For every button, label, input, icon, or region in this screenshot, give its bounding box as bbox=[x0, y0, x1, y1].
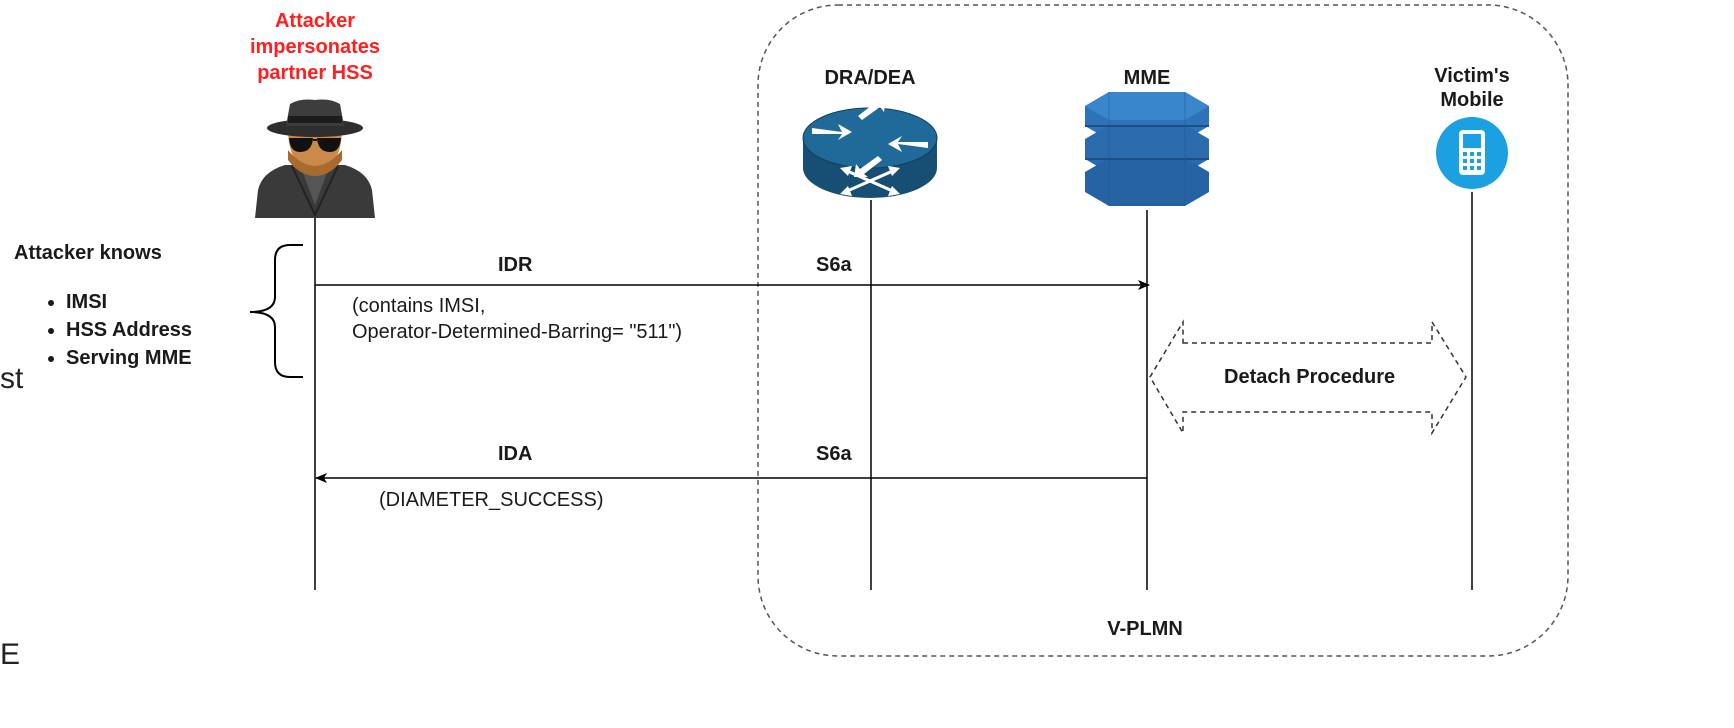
knowledge-item: IMSI bbox=[66, 288, 192, 316]
edge-text-fragment: E bbox=[0, 638, 21, 671]
knowledge-item: Serving MME bbox=[66, 344, 192, 372]
attacker-title-line: Attacker bbox=[274, 10, 356, 32]
spy-icon bbox=[255, 99, 375, 218]
idr-interface-label: S6a bbox=[816, 254, 852, 276]
attacker-title: Attacker impersonates partner HSS bbox=[215, 8, 415, 86]
mme-label: MME bbox=[1123, 67, 1171, 89]
idr-label: IDR bbox=[498, 254, 533, 276]
knowledge-title: Attacker knows bbox=[14, 242, 162, 264]
mobile-label-line: Mobile bbox=[1440, 89, 1504, 111]
idr-note: (contains IMSI, Operator-Determined-Barr… bbox=[352, 293, 682, 345]
ida-label: IDA bbox=[498, 443, 533, 465]
idr-note-line: Operator-Determined-Barring= "511") bbox=[352, 321, 683, 343]
idr-note-line: (contains IMSI, bbox=[352, 295, 486, 317]
mobile-label-line: Victim's bbox=[1434, 65, 1510, 87]
router-icon bbox=[802, 99, 938, 198]
vplmn-label: V-PLMN bbox=[1107, 618, 1183, 640]
dra-label: DRA/DEA bbox=[824, 67, 916, 89]
mobile-label: Victim's Mobile bbox=[1402, 64, 1542, 112]
knowledge-list: IMSI HSS Address Serving MME bbox=[22, 288, 192, 372]
knowledge-brace bbox=[249, 244, 303, 378]
detach-label: Detach Procedure bbox=[1224, 366, 1396, 388]
attacker-title-line: impersonates bbox=[249, 36, 381, 58]
mobile-phone-icon bbox=[1436, 117, 1508, 189]
detach-double-arrow bbox=[1149, 319, 1467, 436]
edge-text-fragment: st bbox=[0, 362, 24, 395]
mme-stack-icon bbox=[1085, 92, 1209, 206]
ida-interface-label: S6a bbox=[816, 443, 852, 465]
knowledge-item: HSS Address bbox=[66, 316, 192, 344]
vplmn-boundary bbox=[757, 4, 1569, 657]
ida-note: (DIAMETER_SUCCESS) bbox=[379, 489, 604, 511]
attacker-title-line: partner HSS bbox=[257, 62, 373, 84]
